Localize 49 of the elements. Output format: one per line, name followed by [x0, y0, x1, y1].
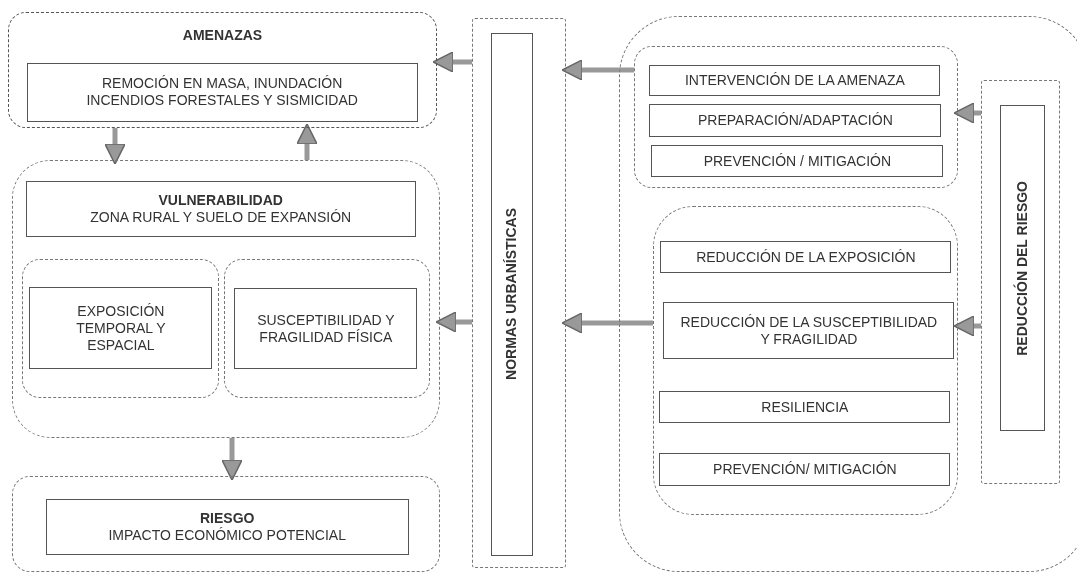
- arrow: [296, 123, 318, 160]
- box-text: IMPACTO ECONÓMICO POTENCIAL: [108, 526, 346, 544]
- box-text: REDUCCIÓN DE LA SUSCEPTIBILIDAD Y FRAGILIDAD: [679, 313, 939, 348]
- box-text: PREVENCIÓN / MITIGACIÓN: [703, 152, 892, 170]
- heading-text: RIESGO: [199, 509, 255, 527]
- text-box: [26, 62, 418, 122]
- rounded-panel: [12, 160, 440, 438]
- arrow: [435, 311, 472, 333]
- text-box: [651, 145, 944, 178]
- rounded-panel: [21, 258, 219, 398]
- arrow: [561, 59, 634, 81]
- heading-text: VULNERABILIDAD: [158, 191, 283, 209]
- arrow: [561, 312, 653, 334]
- rounded-panel: [223, 258, 430, 398]
- box-text: PREVENCIÓN/ MITIGACIÓN: [713, 461, 897, 479]
- arrow: [221, 438, 243, 481]
- heading-text: NORMAS URBANÍSTICAS: [503, 208, 521, 381]
- box-text: ZONA RURAL Y SUELO DE EXPANSIÓN: [90, 208, 352, 226]
- arrow: [104, 128, 126, 165]
- text-box: [660, 241, 952, 274]
- heading-text: REDUCCIÓN DEL RIESGO: [1014, 181, 1032, 356]
- outer-frame: [980, 79, 1060, 484]
- arrow: [432, 51, 472, 73]
- rounded-panel: [8, 12, 437, 128]
- rounded-panel: [633, 45, 958, 188]
- text-box: [659, 391, 951, 424]
- heading-text: AMENAZAS: [182, 27, 263, 44]
- vertical-label-box: [490, 32, 533, 556]
- text-box: [234, 288, 418, 370]
- text-box: [649, 65, 941, 97]
- rounded-panel: [12, 476, 440, 572]
- box-text: REMOCIÓN EN MASA, INUNDACIÓN INCENDIOS FORESTALES Y SISMICIDAD: [85, 75, 359, 110]
- box-text: EXPOSICIÓN TEMPORAL Y ESPACIAL: [75, 302, 167, 354]
- box-text: INTERVENCIÓN DE LA AMENAZA: [684, 72, 905, 90]
- text-box: [649, 104, 942, 138]
- box-text: SUSCEPTIBILIDAD Y FRAGILIDAD FÍSICA: [256, 311, 396, 346]
- text-box: [25, 180, 416, 237]
- arrow: [953, 315, 981, 337]
- vertical-label-box: [1000, 105, 1046, 432]
- rounded-panel: [652, 205, 958, 515]
- box-text: PREPARACIÓN/ADAPTACIÓN: [698, 112, 893, 130]
- text-box: [45, 498, 409, 555]
- text-box: [659, 453, 951, 487]
- box-text: REDUCCIÓN DE LA EXPOSICIÓN: [696, 248, 916, 266]
- outer-frame: [472, 18, 566, 568]
- text-box: [29, 287, 213, 370]
- box-text: RESILIENCIA: [761, 398, 849, 416]
- text-box: [663, 302, 955, 360]
- arrow: [953, 102, 981, 124]
